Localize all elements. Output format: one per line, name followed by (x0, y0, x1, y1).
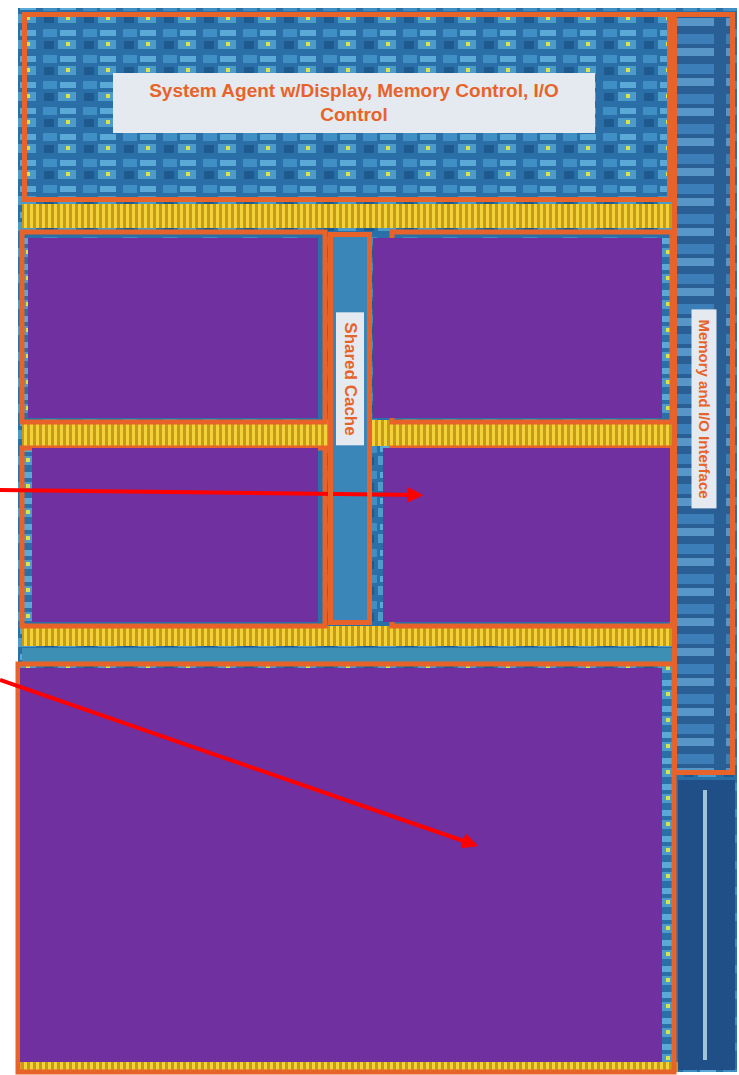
die-texture (18, 8, 737, 1072)
cover-box (32, 448, 318, 622)
cover-box (373, 238, 662, 418)
region-label: Shared Cache (336, 312, 364, 445)
system-agent-box: System Agent w/Display, Memory Control, … (22, 12, 672, 202)
cover-box (383, 448, 670, 622)
core-outline (22, 232, 325, 422)
cache-band (22, 626, 672, 646)
io-column (678, 780, 735, 1070)
system-agent-area (22, 12, 672, 202)
gpu-outline (18, 664, 674, 1072)
cache-slice (328, 232, 372, 625)
io-column (672, 12, 735, 775)
io-trace (703, 790, 707, 1060)
cover-box (20, 668, 662, 1062)
pointer-arrow (0, 490, 420, 495)
cover-box (28, 238, 318, 418)
cache-box: Shared Cache (328, 232, 372, 625)
core-outline (22, 448, 325, 626)
region-label: System Agent w/Display, Memory Control, … (113, 73, 595, 133)
pointer-arrow (0, 680, 475, 845)
region-label: Memory and I/O Interface (691, 309, 716, 508)
cache-band (22, 204, 672, 228)
io-interface-box: Memory and I/O Interface (672, 12, 735, 775)
